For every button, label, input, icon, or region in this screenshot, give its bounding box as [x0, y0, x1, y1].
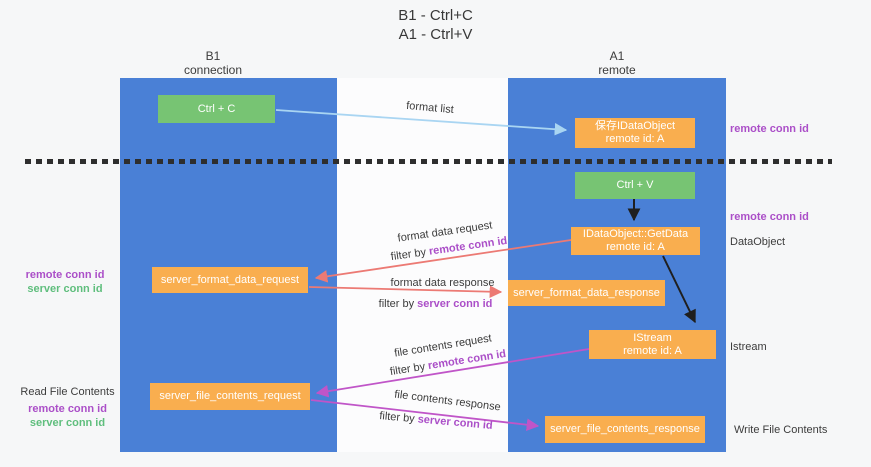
diagram-title: B1 - Ctrl+C A1 - Ctrl+V: [300, 6, 571, 44]
node-server-format-data-response: server_format_data_response: [508, 280, 665, 306]
node-format-request-label: server_format_data_request: [160, 273, 300, 286]
label-format-response-filter: filter by server conn id: [378, 298, 493, 310]
label-read-file-contents: Read File Contents: [20, 386, 115, 398]
label-format-response-filter-key: server conn id: [417, 298, 493, 310]
node-istream: IStream remote id: A: [589, 330, 716, 359]
node-getdata-line1: IDataObject::GetData: [582, 228, 689, 240]
node-ctrl-v-label: Ctrl + V: [616, 179, 654, 191]
node-server-file-contents-request: server_file_contents_request: [150, 383, 310, 410]
label-left-remote-conn-id: remote conn id: [25, 269, 105, 281]
node-save-idataobject-line1: 保存IDataObject: [594, 120, 676, 132]
node-server-format-data-request: server_format_data_request: [152, 267, 308, 293]
label-write-file-contents: Write File Contents: [734, 424, 828, 436]
node-istream-line1: IStream: [633, 331, 672, 344]
node-ctrl-v: Ctrl + V: [575, 172, 695, 199]
label-left-remote-conn-id-2: remote conn id: [28, 403, 107, 415]
node-idataobject-getdata: IDataObject::GetData remote id: A: [571, 227, 700, 255]
lane-header-a1: A1 remote: [542, 49, 692, 77]
label-format-data-response: format data response: [390, 277, 495, 289]
label-dataobject: DataObject: [730, 236, 786, 248]
node-getdata-line2: remote id: A: [606, 241, 665, 253]
lane-a1-title: A1: [609, 49, 625, 63]
node-save-idataobject-line2: remote id: A: [605, 133, 665, 145]
title-line-2: A1 - Ctrl+V: [398, 26, 473, 43]
node-ctrl-c: Ctrl + C: [158, 95, 275, 123]
label-right-remote-conn-id-mid: remote conn id: [730, 211, 809, 223]
node-format-response-label: server_format_data_response: [513, 286, 660, 299]
node-file-request-label: server_file_contents_request: [159, 390, 301, 402]
label-group-read-file-contents: Read File Contents remote conn id server…: [15, 385, 120, 430]
label-right-remote-conn-id-top: remote conn id: [730, 123, 809, 135]
label-left-server-conn-id: server conn id: [27, 283, 103, 295]
lane-b1-title: B1: [205, 49, 221, 63]
node-ctrl-c-label: Ctrl + C: [197, 102, 236, 115]
node-server-file-contents-response: server_file_contents_response: [545, 416, 705, 443]
lane-header-b1: B1 connection: [138, 49, 288, 77]
lane-a1-subtitle: remote: [598, 63, 636, 77]
node-istream-line2: remote id: A: [623, 344, 682, 357]
lane-b1-subtitle: connection: [183, 63, 243, 77]
label-format-response-filter-prefix: filter by: [378, 298, 418, 310]
title-line-1: B1 - Ctrl+C: [398, 7, 473, 24]
label-left-server-conn-id-2: server conn id: [29, 417, 106, 429]
node-save-idataobject: 保存IDataObject remote id: A: [575, 118, 695, 148]
label-istream: Istream: [730, 341, 767, 353]
node-file-response-label: server_file_contents_response: [550, 423, 700, 435]
label-group-left-conn-ids: remote conn id server conn id: [15, 268, 115, 296]
session-divider-dashed-line: [25, 159, 832, 164]
